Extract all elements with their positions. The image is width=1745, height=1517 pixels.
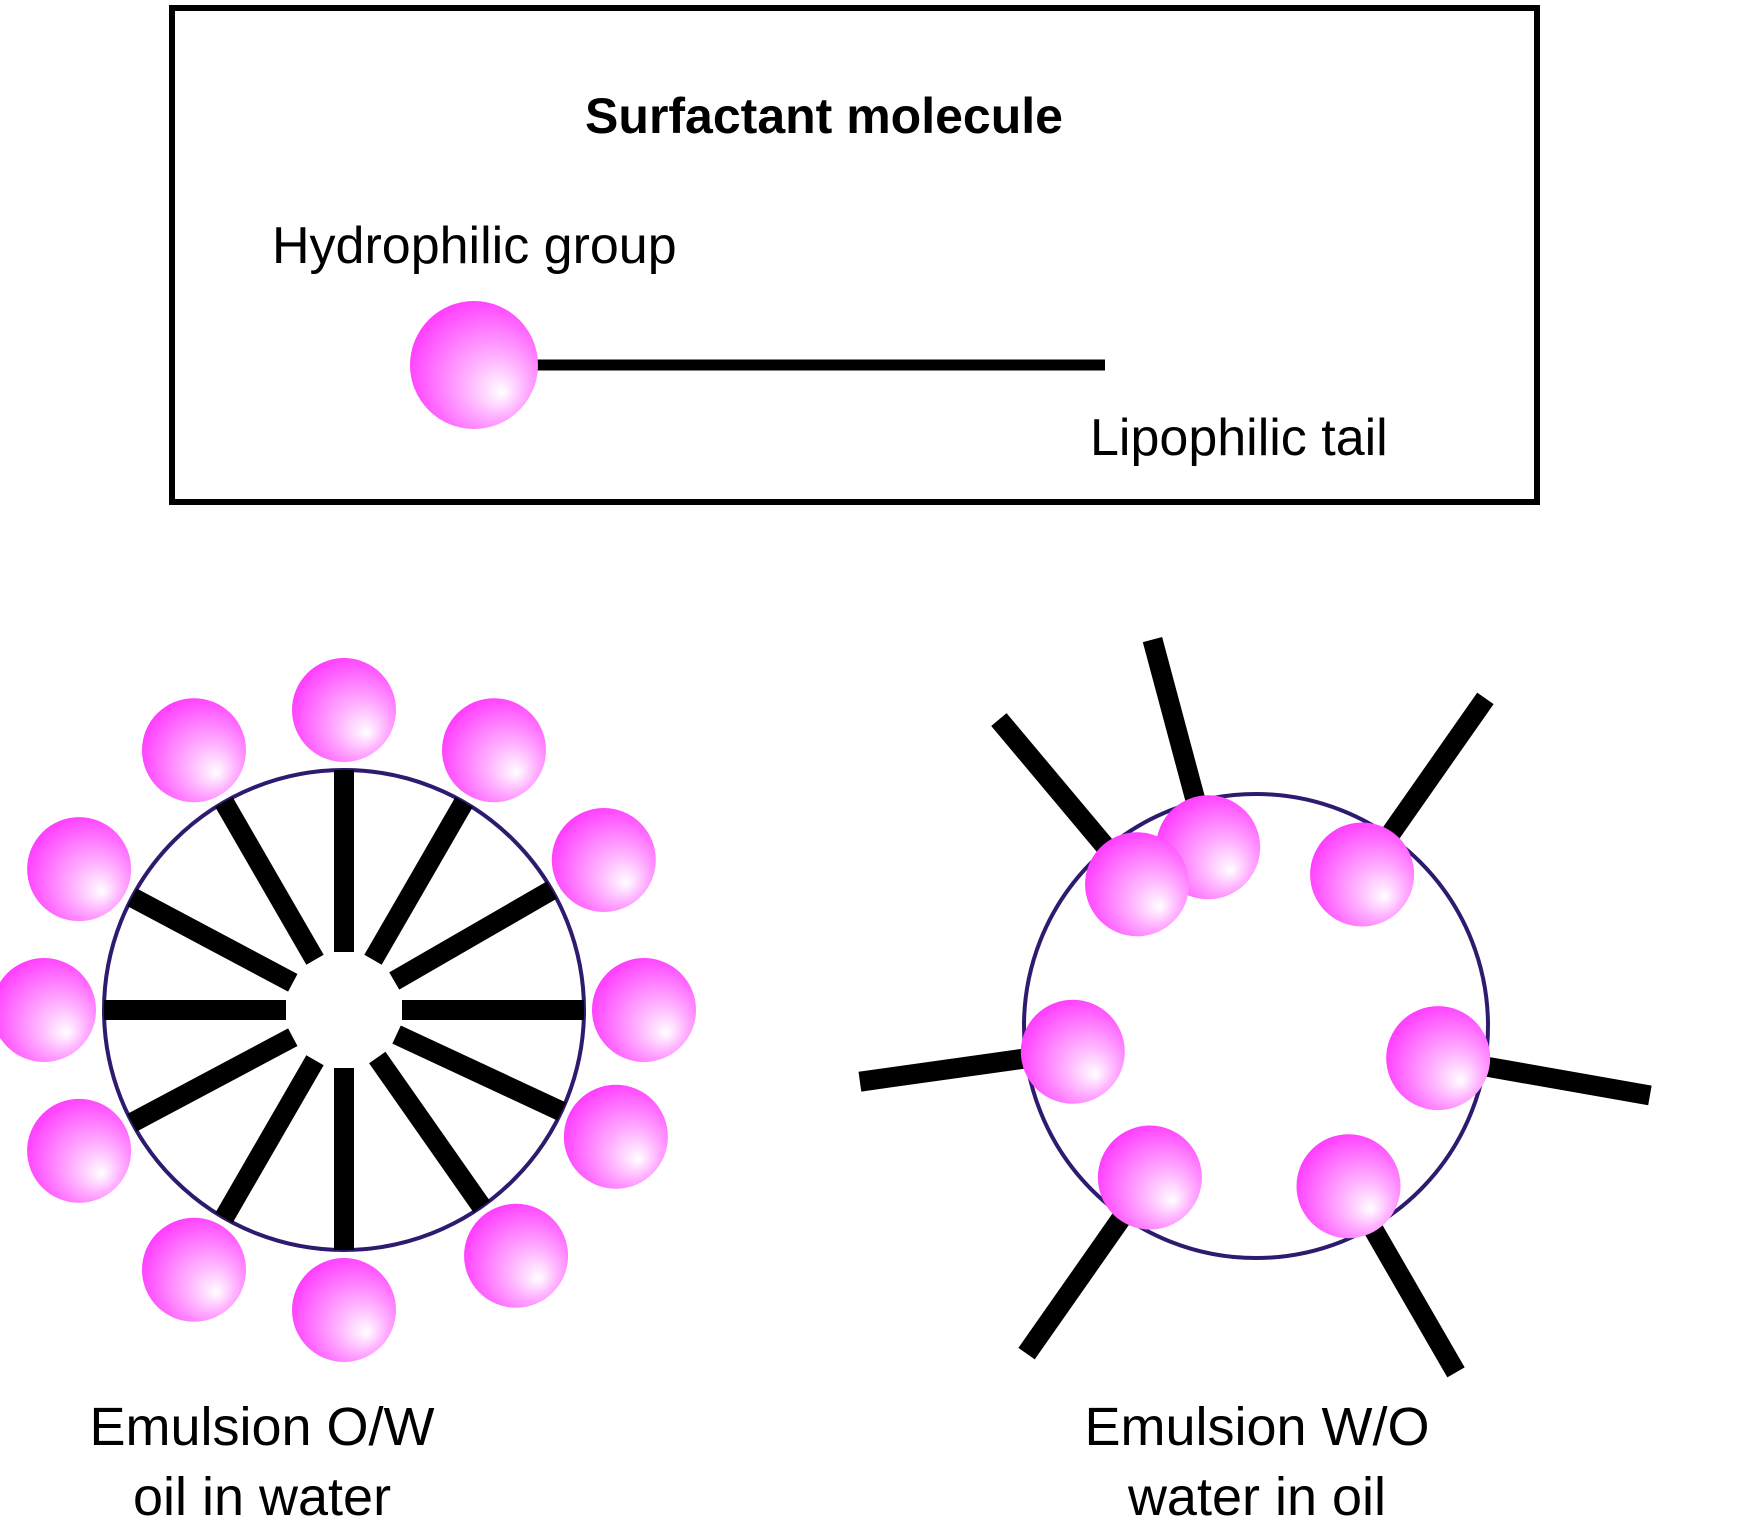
wo-tail bbox=[1018, 1210, 1132, 1360]
ow-head bbox=[0, 958, 96, 1062]
ow-head bbox=[592, 958, 696, 1062]
ow-tail bbox=[389, 881, 557, 990]
wo-caption-line1: Emulsion W/O bbox=[1084, 1397, 1429, 1457]
ow-tail bbox=[369, 1051, 490, 1213]
wo-tail bbox=[1482, 1056, 1652, 1106]
ow-head bbox=[142, 698, 246, 803]
wo-heads bbox=[1020, 795, 1491, 1239]
wo-head bbox=[1020, 999, 1125, 1104]
wo-caption-line2: water in oil bbox=[1127, 1467, 1386, 1517]
wo-head bbox=[1296, 1134, 1401, 1239]
legend-hydrophilic-head bbox=[410, 301, 538, 429]
wo-tail bbox=[1363, 1221, 1465, 1378]
hydrophilic-group-label: Hydrophilic group bbox=[272, 217, 677, 275]
ow-head bbox=[27, 1098, 132, 1203]
ow-head bbox=[563, 1084, 668, 1189]
ow-tails bbox=[104, 770, 584, 1250]
ow-head bbox=[142, 1217, 246, 1322]
ow-caption-line1: Emulsion O/W bbox=[89, 1397, 434, 1457]
ow-tail bbox=[215, 1055, 324, 1223]
wo-tail bbox=[1380, 692, 1494, 842]
ow-tail bbox=[364, 797, 473, 965]
ow-head bbox=[464, 1203, 569, 1308]
emulsion-ow-micelle bbox=[0, 658, 696, 1362]
wo-head bbox=[1386, 1006, 1491, 1111]
legend-title: Surfactant molecule bbox=[585, 88, 1063, 144]
emulsion-wo-micelle bbox=[858, 637, 1652, 1378]
wo-tail bbox=[1142, 637, 1206, 805]
ow-head bbox=[551, 808, 656, 912]
wo-head bbox=[1085, 832, 1190, 937]
legend-box: Surfactant molecule Hydrophilic group Li… bbox=[169, 5, 1540, 505]
wo-droplet-outline bbox=[1022, 792, 1490, 1260]
wo-head bbox=[1097, 1125, 1202, 1230]
ow-tail bbox=[127, 1028, 298, 1132]
ow-head bbox=[292, 1258, 396, 1362]
ow-tail bbox=[127, 888, 298, 992]
ow-head bbox=[27, 817, 132, 922]
wo-tail bbox=[858, 1048, 1028, 1092]
wo-tails bbox=[858, 637, 1652, 1378]
wo-head bbox=[1310, 822, 1415, 927]
ow-tail bbox=[392, 1025, 566, 1121]
lipophilic-tail-label: Lipophilic tail bbox=[1090, 409, 1388, 467]
legend-frame bbox=[169, 5, 1540, 505]
ow-heads bbox=[0, 658, 696, 1362]
wo-tail bbox=[991, 713, 1115, 855]
ow-caption-line2: oil in water bbox=[133, 1467, 391, 1517]
ow-tail bbox=[215, 797, 324, 965]
ow-head bbox=[292, 658, 396, 762]
ow-head bbox=[442, 698, 546, 803]
